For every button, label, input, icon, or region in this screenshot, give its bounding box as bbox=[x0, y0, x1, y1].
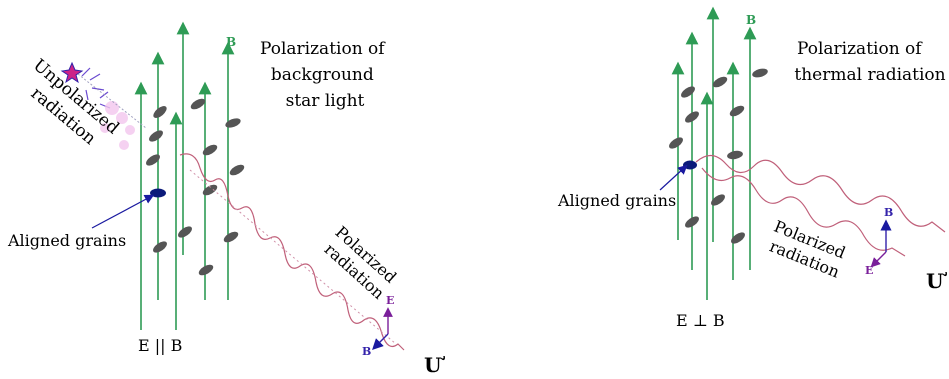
dust-grain bbox=[681, 86, 695, 98]
right-polarized-wave-upper bbox=[695, 154, 946, 233]
right-aligned-grains-arrow bbox=[659, 164, 688, 191]
left-title-line: star light bbox=[286, 91, 365, 111]
left-b-label: B bbox=[362, 345, 371, 358]
dust-grain bbox=[731, 232, 745, 244]
unpolarized-path bbox=[77, 73, 147, 129]
dust-grain bbox=[752, 68, 768, 78]
dust-grain bbox=[685, 111, 699, 123]
right-observer-glyph: Ư bbox=[926, 269, 947, 293]
dust-grain bbox=[729, 105, 745, 117]
dust-grain bbox=[685, 216, 699, 228]
left-title-line: Polarization of bbox=[260, 39, 386, 59]
dust-grain bbox=[198, 264, 214, 276]
left-field-label: B bbox=[226, 35, 236, 49]
right-title-line: Polarization of bbox=[797, 39, 923, 59]
dust-grain bbox=[178, 226, 192, 238]
dust-grain bbox=[711, 194, 725, 206]
highlighted-grain bbox=[150, 188, 166, 198]
star-icon bbox=[60, 61, 84, 84]
dust-grain bbox=[153, 106, 167, 118]
dust-grain bbox=[229, 164, 245, 176]
left-polarized-wave bbox=[179, 153, 405, 351]
right-panel: B B E Polarization of thermal radiation bbox=[557, 6, 947, 330]
left-b-vector bbox=[372, 333, 389, 350]
left-panel: B bbox=[7, 21, 445, 377]
dust-grain bbox=[202, 184, 218, 196]
svg-text:Polarized radiation: Polarized radiation bbox=[764, 217, 853, 283]
dust-grain bbox=[146, 154, 160, 166]
left-aligned-grains-label: Aligned grains bbox=[7, 231, 126, 250]
left-title-line: background bbox=[271, 65, 374, 85]
dust-grain bbox=[669, 137, 683, 149]
svg-text:Polarized radiation: Polarized radiation bbox=[318, 222, 404, 305]
right-field-label: B bbox=[746, 13, 756, 27]
dust-grain bbox=[190, 98, 206, 110]
dust-grain bbox=[153, 241, 167, 253]
highlighted-grain bbox=[683, 160, 697, 170]
left-polarized-label: Polarized radiation bbox=[318, 222, 404, 305]
right-relation: E ⊥ B bbox=[676, 311, 725, 330]
unpolarized-glow bbox=[100, 101, 135, 150]
right-polarized-wave-lower bbox=[701, 167, 906, 257]
right-title: Polarization of thermal radiation bbox=[794, 39, 945, 85]
left-field-lines bbox=[134, 21, 235, 330]
left-e-label: E bbox=[386, 294, 394, 307]
dust-grain bbox=[223, 231, 239, 243]
dust-grain bbox=[727, 150, 743, 160]
right-e-label: E bbox=[865, 264, 873, 277]
left-relation: E || B bbox=[138, 336, 182, 355]
right-e-vector bbox=[870, 251, 887, 268]
right-polarized-label: Polarized radiation bbox=[764, 217, 853, 283]
dust-grain bbox=[202, 144, 218, 156]
right-b-label: B bbox=[884, 206, 893, 219]
dust-grain bbox=[712, 76, 728, 88]
left-grains bbox=[146, 98, 245, 276]
right-grains bbox=[669, 68, 768, 244]
right-aligned-grains-label: Aligned grains bbox=[557, 191, 676, 210]
dust-grain bbox=[225, 118, 241, 128]
left-title: Polarization of background star light bbox=[260, 39, 390, 111]
right-title-line: thermal radiation bbox=[794, 65, 945, 85]
left-aligned-grains-arrow bbox=[91, 194, 155, 229]
left-observer-glyph: Ư bbox=[424, 353, 445, 377]
dust-grain bbox=[149, 130, 163, 142]
